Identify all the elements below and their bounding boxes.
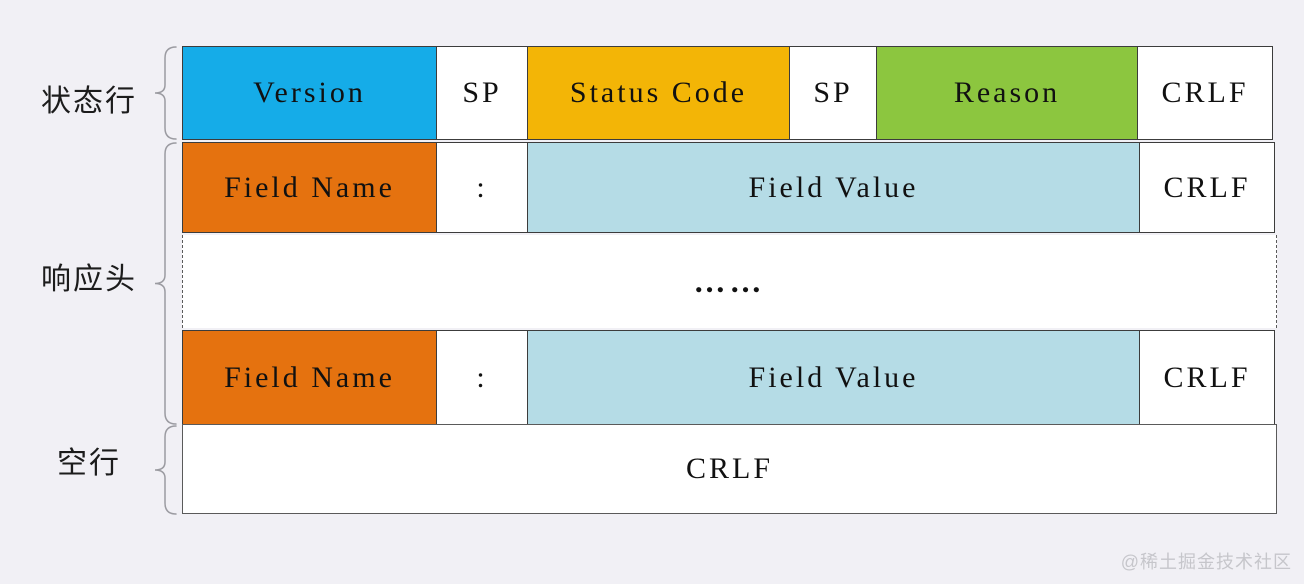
label-empty-line: 空行 — [57, 447, 121, 480]
cell-reason: Reason — [876, 46, 1138, 140]
cell-sp-2: SP — [789, 46, 877, 140]
cell-status-code: Status Code — [527, 46, 790, 140]
cell-colon: : — [436, 330, 528, 425]
cell-crlf: CRLF — [1137, 46, 1273, 140]
label-response-headers: 响应头 — [41, 263, 137, 296]
cell-field-name: Field Name — [182, 142, 437, 233]
response-message-table: Version SP Status Code SP Reason CRLF Fi… — [182, 46, 1277, 514]
curly-brace-empty-line — [154, 425, 177, 515]
curly-brace-status-line — [154, 46, 177, 140]
ellipsis-row: …… — [182, 235, 1277, 328]
cell-colon: : — [436, 142, 528, 233]
watermark: @稀土掘金技术社区 — [1120, 552, 1292, 572]
status-line-row: Version SP Status Code SP Reason CRLF — [182, 46, 1277, 140]
header-field-row-2: Field Name : Field Value CRLF — [182, 330, 1277, 425]
cell-version: Version — [182, 46, 437, 140]
cell-field-value: Field Value — [527, 142, 1140, 233]
cell-crlf: CRLF — [1139, 142, 1275, 233]
cell-sp-1: SP — [436, 46, 528, 140]
curly-brace-response-headers — [154, 142, 177, 425]
cell-field-name: Field Name — [182, 330, 437, 425]
cell-crlf-blank-line: CRLF — [182, 424, 1277, 514]
header-field-row-1: Field Name : Field Value CRLF — [182, 142, 1277, 233]
cell-crlf: CRLF — [1139, 330, 1275, 425]
label-status-line: 状态行 — [41, 85, 137, 118]
cell-ellipsis: …… — [182, 235, 1277, 328]
empty-line-row: CRLF — [182, 424, 1277, 514]
cell-field-value: Field Value — [527, 330, 1140, 425]
